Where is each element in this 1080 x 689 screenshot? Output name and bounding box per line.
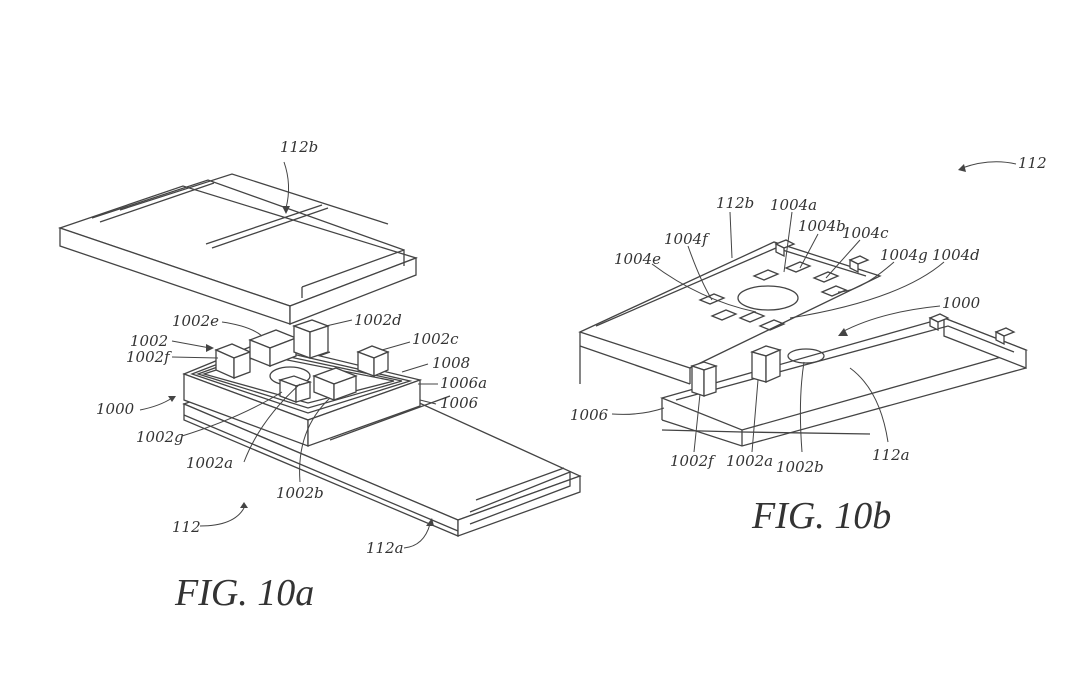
fig-10a: 112b 1002e 1002d 1002 1002c 1002f 1008 1… — [57, 138, 582, 614]
label-10b-112a: 112a — [872, 446, 910, 464]
component-1002f — [214, 343, 252, 380]
label-112: 112 — [172, 518, 201, 536]
label-1006a: 1006a — [440, 374, 487, 392]
label-1002g: 1002g — [136, 428, 184, 446]
component-1002b — [312, 367, 358, 401]
label-10b-1002b: 1002b — [776, 458, 824, 476]
caption-fig-10a: FIG. 10a — [174, 572, 314, 614]
fig-10b: 112 112b 1004a 1004b 1004c 1004f 1004g 1… — [570, 154, 1047, 537]
label-1004c: 1004c — [842, 224, 889, 242]
label-10b-1002f: 1002f — [670, 452, 716, 470]
component-1002e — [248, 329, 298, 367]
label-10b-1002a: 1002a — [726, 452, 773, 470]
label-1002e: 1002e — [172, 312, 219, 330]
label-10b-112: 112 — [1018, 154, 1047, 172]
component-1002g — [277, 375, 313, 403]
label-10b-1000: 1000 — [942, 294, 981, 312]
label-1002f: 1002f — [126, 348, 172, 366]
label-1002a: 1002a — [186, 454, 233, 472]
label-1004g: 1004g — [880, 246, 928, 264]
label-1002: 1002 — [130, 332, 168, 350]
label-1004d: 1004d — [932, 246, 980, 264]
label-112b: 112b — [280, 138, 318, 156]
label-112a: 112a — [366, 539, 404, 557]
top-plate-112b — [57, 173, 418, 325]
label-1006: 1006 — [440, 394, 479, 412]
label-1002c: 1002c — [412, 330, 459, 348]
label-1004e: 1004e — [614, 250, 661, 268]
label-1004a: 1004a — [770, 196, 817, 214]
label-1002d: 1002d — [354, 311, 402, 329]
lower-plate-112a — [659, 313, 1029, 447]
component-1002d — [292, 319, 330, 359]
label-1000: 1000 — [96, 400, 135, 418]
label-1008: 1008 — [432, 354, 470, 372]
caption-fig-10b: FIG. 10b — [751, 495, 891, 537]
label-1004f: 1004f — [664, 230, 710, 248]
label-10b-112b: 112b — [716, 194, 754, 212]
component-1002c — [356, 345, 390, 377]
label-1002b: 1002b — [276, 484, 324, 502]
label-10b-1006: 1006 — [570, 406, 609, 424]
label-1004b: 1004b — [798, 217, 846, 235]
